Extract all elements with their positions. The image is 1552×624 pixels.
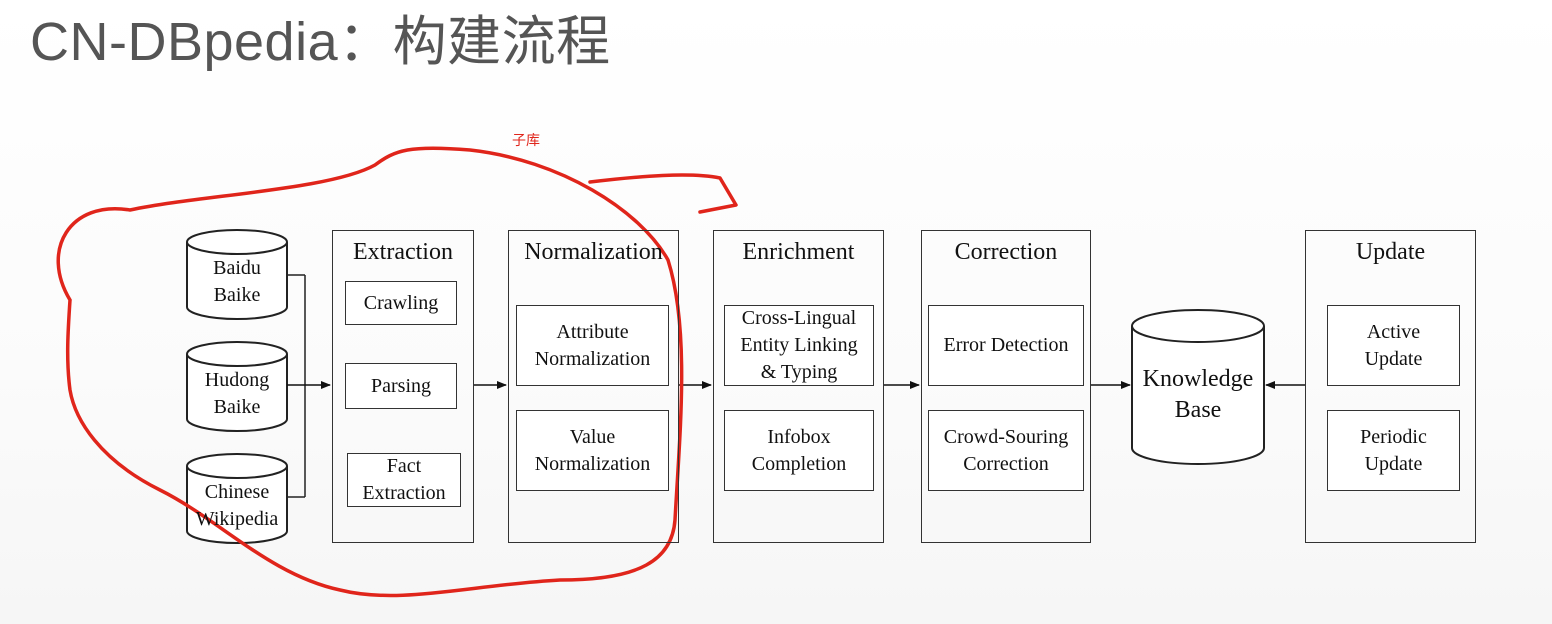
source-label-chinese-wikipedia: Chinese Wikipedia [195,481,279,530]
stage-enrichment-title: Enrichment [742,239,855,265]
source-bracket [287,274,306,498]
annotation-arrow [588,173,738,214]
stage-normalization-title: Normalization [524,239,663,265]
stage-extraction: Extraction [332,230,474,543]
stage-extraction-title: Extraction [353,239,453,265]
source-label-baidu-baike: Baidu Baike [213,257,261,306]
annotation-sublibrary-label: 子库 [512,133,540,149]
step-infobox-completion: Infobox Completion [724,410,874,491]
step-active-update: Active Update [1327,305,1460,386]
step-periodic-update: Periodic Update [1327,410,1460,491]
page-title: CN-DBpedia：构建流程 [30,12,611,72]
stage-update-title: Update [1355,239,1426,265]
stage-enrichment: Enrichment [713,230,884,543]
knowledge-base-label: Knowledge Base [1142,366,1254,424]
step-attribute-normalization: Attribute Normalization [516,305,669,386]
step-cross-lingual-entity-linking: Cross-Lingual Entity Linking & Typing [724,305,874,386]
knowledge-base-database-icon [1131,309,1265,465]
stage-correction-title: Correction [954,239,1058,265]
step-error-detection: Error Detection [928,305,1084,386]
step-fact-extraction: Fact Extraction [347,453,461,507]
stage-update: Update [1305,230,1476,543]
step-value-normalization: Value Normalization [516,410,669,491]
hudong-baike-database-icon [186,341,288,432]
source-label-hudong-baike: Hudong Baike [204,369,270,418]
step-crawling: Crawling [345,281,457,325]
step-parsing: Parsing [345,363,457,409]
stage-normalization: Normalization [508,230,679,543]
stage-correction: Correction [921,230,1091,543]
annotation-circle [56,146,684,598]
baidu-baike-database-icon [186,229,288,320]
step-crowd-souring-correction: Crowd-Souring Correction [928,410,1084,491]
